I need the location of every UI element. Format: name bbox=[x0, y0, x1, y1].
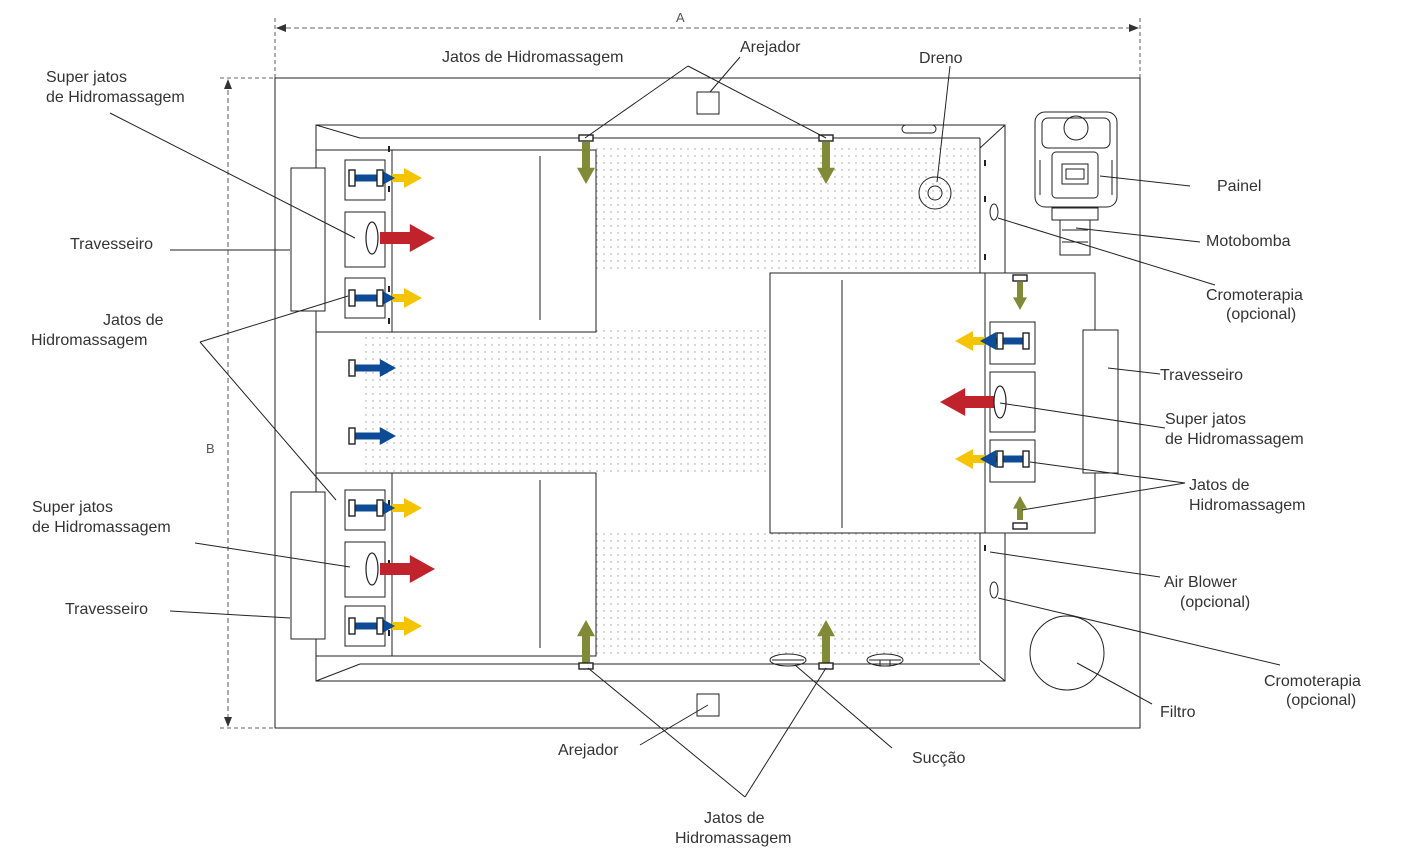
super-jet-nozzle bbox=[365, 221, 379, 255]
label-cromo-r1-2: (opcional) bbox=[1226, 306, 1296, 323]
arrow-yellow bbox=[955, 331, 985, 351]
label-jatos-bottom-2: Hidromassagem bbox=[675, 830, 791, 847]
arrow-blue bbox=[352, 359, 396, 377]
seat-top-left bbox=[290, 149, 597, 333]
arrow-green bbox=[817, 142, 835, 184]
control-panel bbox=[1051, 151, 1099, 199]
super-jet-nozzle bbox=[993, 385, 1007, 419]
label-jatos-left-2: Hidromassagem bbox=[31, 332, 147, 349]
arrow-red bbox=[380, 555, 435, 583]
arrow-blue bbox=[355, 499, 395, 517]
label-cromo-r2-1: Cromoterapia bbox=[1264, 673, 1361, 690]
label-jatos-top: Jatos de Hidromassagem bbox=[442, 49, 623, 66]
arrow-blue bbox=[355, 289, 395, 307]
jet-nozzle bbox=[348, 427, 356, 445]
label-succao: Sucção bbox=[912, 750, 965, 767]
dimension-a-label: A bbox=[676, 10, 685, 25]
label-jatos-left-1: Jatos de bbox=[103, 312, 164, 329]
pillow-top-left bbox=[290, 167, 326, 312]
label-cromo-r2-2: (opcional) bbox=[1286, 692, 1356, 709]
label-super-jatos-bl-1: Super jatos bbox=[32, 499, 113, 516]
jet-nozzle bbox=[818, 662, 834, 670]
arrow-yellow bbox=[392, 168, 422, 188]
label-travesseiro-l2: Travesseiro bbox=[65, 601, 148, 618]
label-arejador-bottom: Arejador bbox=[558, 742, 619, 759]
jet-nozzle bbox=[348, 359, 356, 377]
tub-basin bbox=[315, 124, 1006, 682]
jet-nozzle bbox=[578, 662, 594, 670]
dimension-b: B bbox=[206, 77, 275, 729]
label-jatos-r-2: Hidromassagem bbox=[1189, 497, 1305, 514]
arrow-green bbox=[817, 620, 835, 664]
label-painel: Painel bbox=[1217, 178, 1261, 195]
callout-labels: Jatos de Hidromassagem Arejador Dreno Su… bbox=[31, 39, 1361, 847]
label-travesseiro-r: Travesseiro bbox=[1160, 367, 1243, 384]
label-jatos-bottom-1: Jatos de bbox=[704, 810, 765, 827]
dimension-b-label: B bbox=[206, 441, 215, 456]
label-travesseiro-l1: Travesseiro bbox=[70, 236, 153, 253]
aerator-top bbox=[696, 91, 720, 115]
jet-nozzle bbox=[1012, 522, 1028, 530]
arrow-blue bbox=[352, 427, 396, 445]
label-dreno: Dreno bbox=[919, 50, 963, 67]
pillow-right bbox=[1082, 329, 1119, 474]
seat-right bbox=[769, 272, 1119, 534]
filter bbox=[1029, 615, 1105, 691]
leader-lines bbox=[109, 56, 1281, 798]
label-jatos-r-1: Jatos de bbox=[1189, 477, 1250, 494]
label-arejador-top: Arejador bbox=[740, 39, 801, 56]
label-super-jatos-bl-2: de Hidromassagem bbox=[32, 519, 171, 536]
arrow-blue bbox=[355, 617, 395, 635]
super-jet-nozzle bbox=[365, 552, 379, 586]
drain bbox=[918, 176, 952, 210]
jet-arrows bbox=[352, 142, 1027, 664]
label-super-jatos-tl-2: de Hidromassagem bbox=[46, 89, 185, 106]
suction-fittings bbox=[769, 653, 904, 667]
label-super-jatos-tl-1: Super jatos bbox=[46, 69, 127, 86]
arrow-yellow bbox=[392, 498, 422, 518]
jet-nozzle bbox=[1022, 332, 1030, 350]
jet-nozzle bbox=[348, 499, 356, 517]
arrow-green bbox=[577, 620, 595, 664]
arrow-green bbox=[577, 142, 595, 184]
arrow-yellow bbox=[392, 616, 422, 636]
jet-nozzle bbox=[996, 450, 1004, 468]
jet-nozzle bbox=[1022, 450, 1030, 468]
jet-nozzle bbox=[996, 332, 1004, 350]
arrow-green bbox=[1013, 282, 1027, 310]
label-air-blower-1: Air Blower bbox=[1164, 574, 1238, 591]
jet-nozzle bbox=[348, 617, 356, 635]
label-filtro: Filtro bbox=[1160, 704, 1196, 721]
jet-nozzle bbox=[578, 134, 594, 142]
label-super-jatos-r-2: de Hidromassagem bbox=[1165, 431, 1304, 448]
arrow-blue bbox=[355, 169, 395, 187]
chromotherapy-light-top bbox=[989, 203, 999, 221]
arrow-yellow bbox=[392, 288, 422, 308]
jet-nozzle bbox=[376, 289, 384, 307]
jet-nozzle bbox=[376, 617, 384, 635]
jet-nozzle bbox=[376, 499, 384, 517]
jet-nozzle bbox=[348, 169, 356, 187]
arrow-red bbox=[380, 224, 435, 252]
jet-nozzle bbox=[1012, 274, 1028, 282]
arrow-yellow bbox=[955, 449, 985, 469]
arrow-green bbox=[1013, 496, 1027, 520]
label-air-blower-2: (opcional) bbox=[1180, 594, 1250, 611]
label-motobomba: Motobomba bbox=[1206, 233, 1291, 250]
dimension-a: A bbox=[274, 10, 1141, 78]
label-super-jatos-r-1: Super jatos bbox=[1165, 411, 1246, 428]
chromotherapy-light-bottom bbox=[989, 581, 999, 599]
arrow-red bbox=[940, 388, 995, 416]
jet-nozzle bbox=[376, 169, 384, 187]
jet-nozzles bbox=[348, 134, 1030, 670]
jet-nozzle bbox=[348, 289, 356, 307]
pillow-bottom-left bbox=[290, 491, 326, 640]
label-cromo-r1-1: Cromoterapia bbox=[1206, 287, 1303, 304]
